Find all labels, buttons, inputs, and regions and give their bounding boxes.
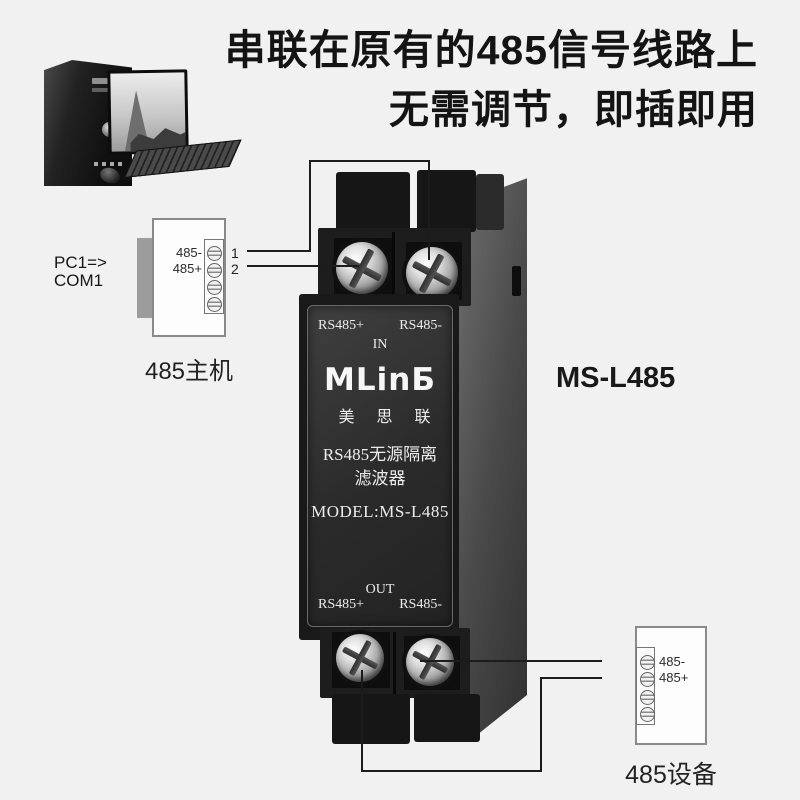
out-plus-screw — [336, 634, 384, 682]
in-plus-screw — [336, 242, 388, 294]
screw-terminal-icon — [640, 672, 655, 687]
device-bottom-foot-left — [332, 694, 410, 744]
screw-terminal-icon — [640, 655, 655, 670]
terminal-divider — [393, 632, 396, 694]
panel-out-row: RS485+ RS485- — [318, 597, 442, 613]
host-terminal-neg-label: 485- — [175, 245, 202, 260]
wire-in-neg-h2 — [309, 160, 430, 162]
panel-out-word: OUT — [365, 582, 395, 597]
pc-indicator-lights — [94, 162, 124, 166]
wire-out-pos-v2 — [540, 678, 542, 772]
panel-in-plus-label: RS485+ — [318, 318, 365, 333]
pc-monitor — [107, 69, 189, 155]
device-top-tab-side — [476, 174, 504, 230]
panel-desc-line2: 滤波器 — [354, 469, 406, 488]
screw-terminal-icon — [640, 690, 655, 705]
screw-terminal-icon — [640, 707, 655, 722]
pc-monitor-screen — [110, 72, 186, 152]
pc-com-line1: PC1=> — [54, 253, 107, 272]
screw-terminal-icon — [207, 246, 222, 261]
device-bottom-foot-right — [414, 694, 480, 742]
terminal-divider — [392, 232, 395, 302]
computer-illustration — [38, 56, 242, 196]
host-port-tab — [137, 238, 152, 318]
screw-terminal-icon — [207, 280, 222, 295]
brand-logo: MLinБ — [324, 362, 436, 398]
pc-com-port-label: PC1=> COM1 — [54, 254, 107, 290]
panel-in-word: IN — [372, 337, 388, 352]
screw-terminal-icon — [207, 297, 222, 312]
device-label-panel: RS485+ RS485- IN MLinБ 美 思 联 RS485无源隔离 滤… — [307, 305, 453, 627]
wire-in-neg-h1 — [247, 250, 310, 252]
host-pin1-label: 1 — [231, 245, 239, 261]
headline: 串联在原有的485信号线路上 无需调节，即插即用 — [225, 20, 758, 140]
host-caption: 485主机 — [144, 358, 234, 385]
panel-out-minus-label: RS485- — [399, 597, 442, 612]
wire-out-neg-h — [420, 660, 602, 662]
out-minus-screw — [406, 638, 454, 686]
wire-out-pos-h2 — [540, 677, 602, 679]
wire-in-neg-v2 — [428, 160, 430, 260]
remote-caption: 485设备 — [625, 761, 717, 789]
device-top-tab-left — [336, 172, 410, 232]
wire-out-pos-h1 — [361, 770, 542, 772]
wire-in-neg-v1 — [309, 160, 311, 252]
host-pin2-label: 2 — [231, 261, 239, 277]
wire-in-pos-h — [247, 265, 359, 267]
panel-model-line: MODEL:MS-L485 — [311, 502, 449, 521]
headline-line2: 无需调节，即插即用 — [389, 88, 758, 132]
screw-terminal-icon — [207, 263, 222, 278]
remote-terminal-neg-label: 485- — [659, 654, 686, 669]
panel-in-minus-label: RS485- — [399, 318, 442, 333]
model-callout: MS-L485 — [556, 362, 676, 394]
remote-terminal-pos-label: 485+ — [659, 670, 689, 685]
in-minus-screw — [406, 247, 458, 299]
panel-desc-line1: RS485无源隔离 — [322, 445, 438, 464]
panel-in-row: RS485+ RS485- — [318, 318, 442, 334]
brand-chinese-name: 美 思 联 — [338, 409, 440, 426]
pc-com-line2: COM1 — [54, 271, 104, 290]
panel-out-plus-label: RS485+ — [318, 597, 365, 612]
wire-out-pos-v1 — [361, 670, 363, 772]
din-rail-notch — [512, 266, 521, 296]
headline-line1: 串联在原有的485信号线路上 — [224, 27, 758, 73]
device-top-tab-right — [417, 170, 476, 232]
host-terminal-pos-label: 485+ — [172, 261, 202, 276]
